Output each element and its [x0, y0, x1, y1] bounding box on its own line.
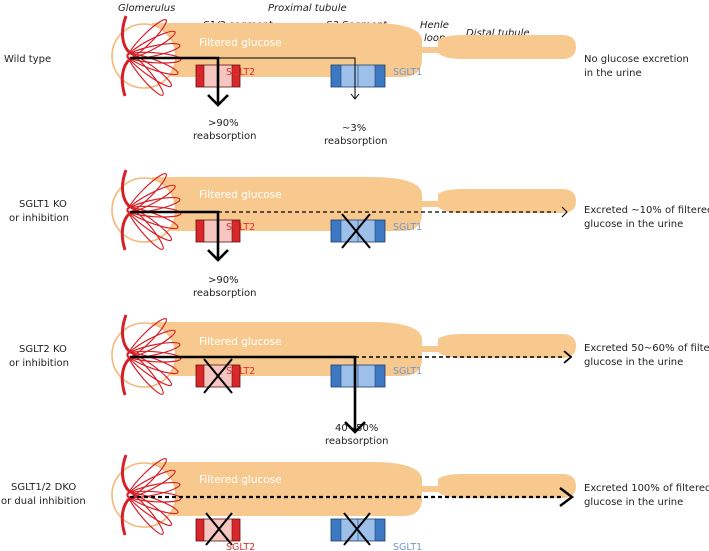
- condition-label: Wild type: [4, 54, 51, 65]
- outcome-line-1: Excreted 50~60% of filtered: [584, 343, 709, 354]
- sglt1-label: SGLT1: [393, 222, 422, 233]
- label-distal-tubule: Distal tubule: [466, 28, 530, 39]
- reabsorption-s3-label: reabsorption: [325, 436, 388, 447]
- reabsorption-s12-percent: >90%: [208, 118, 239, 129]
- sglt2-blocked-x: [205, 512, 233, 546]
- filtered-glucose-label: Filtered glucose: [199, 474, 282, 486]
- arrowhead-down: [207, 249, 229, 262]
- condition-label: SGLT1 KO: [19, 199, 67, 210]
- sglt1-transporter: [330, 364, 386, 388]
- condition-label: SGLT1/2 DKO: [11, 482, 76, 493]
- label-glomerulus: Glomerulus: [118, 3, 175, 14]
- reabsorption-s3-label: reabsorption: [324, 136, 387, 147]
- reabsorption-s3-percent: ~3%: [342, 123, 366, 134]
- label-proximal-tubule: Proximal tubule: [268, 3, 347, 14]
- panel-wild-type: Wild type Filtered glucose SGLT2 SGLT1 >…: [4, 14, 689, 147]
- arrowhead-down: [344, 421, 366, 434]
- condition-label-2: or dual inhibition: [1, 496, 86, 507]
- sglt1-label: SGLT1: [393, 366, 422, 377]
- sglt2-blocked-x: [203, 358, 233, 394]
- sglt2-label: SGLT2: [226, 222, 255, 233]
- sglt2-label: SGLT2: [226, 366, 255, 377]
- outcome-line-1: No glucose excretion: [584, 54, 689, 65]
- sglt2-label: SGLT2: [226, 67, 255, 78]
- filtered-glucose-label: Filtered glucose: [199, 37, 282, 49]
- condition-label-2: or inhibition: [9, 213, 69, 224]
- flow-arrow-s3: [218, 57, 356, 99]
- sglt1-blocked-x: [341, 213, 371, 249]
- sglt2-label: SGLT2: [226, 542, 255, 551]
- outcome-line-2: glucose in the urine: [584, 497, 683, 508]
- tubule: [152, 462, 576, 516]
- arrowhead-down: [207, 94, 229, 107]
- panel-sglt2-ko: SGLT2 KO or inhibition Filtered glucose …: [9, 313, 709, 447]
- reabsorption-s12-label: reabsorption: [193, 288, 256, 299]
- reabsorption-s3-percent: 40~50%: [335, 423, 378, 434]
- sglt1-label: SGLT1: [393, 542, 422, 551]
- sglt1-transporter: [330, 219, 386, 243]
- reabsorption-s12-percent: >90%: [208, 275, 239, 286]
- condition-label-2: or inhibition: [9, 358, 69, 369]
- outcome-line-1: Excreted 100% of filtered: [584, 483, 709, 494]
- arrowhead-right: [561, 206, 568, 218]
- arrowhead-down-small: [350, 93, 360, 100]
- outcome-line-2: in the urine: [584, 68, 642, 79]
- filtered-glucose-label: Filtered glucose: [199, 189, 282, 201]
- sglt1-transporter: [330, 64, 386, 88]
- arrowhead-right: [559, 487, 574, 507]
- sglt1-blocked-x: [343, 512, 371, 546]
- reabsorption-s12-label: reabsorption: [193, 131, 256, 142]
- outcome-line-2: glucose in the urine: [584, 357, 683, 368]
- label-loop: loop: [424, 33, 445, 44]
- sglt1-label: SGLT1: [393, 67, 422, 78]
- panel-sglt1-ko: SGLT1 KO or inhibition Filtered glucose …: [9, 168, 709, 299]
- panel-sglt12-dko: SGLT1/2 DKO or dual inhibition Filtered …: [1, 453, 709, 551]
- condition-label: SGLT2 KO: [19, 344, 67, 355]
- label-henle: Henle: [420, 20, 449, 31]
- arrowhead-right: [563, 350, 573, 364]
- outcome-line-2: glucose in the urine: [584, 219, 683, 230]
- outcome-line-1: Excreted ~10% of filtered: [584, 205, 709, 216]
- filtered-glucose-label: Filtered glucose: [199, 336, 282, 348]
